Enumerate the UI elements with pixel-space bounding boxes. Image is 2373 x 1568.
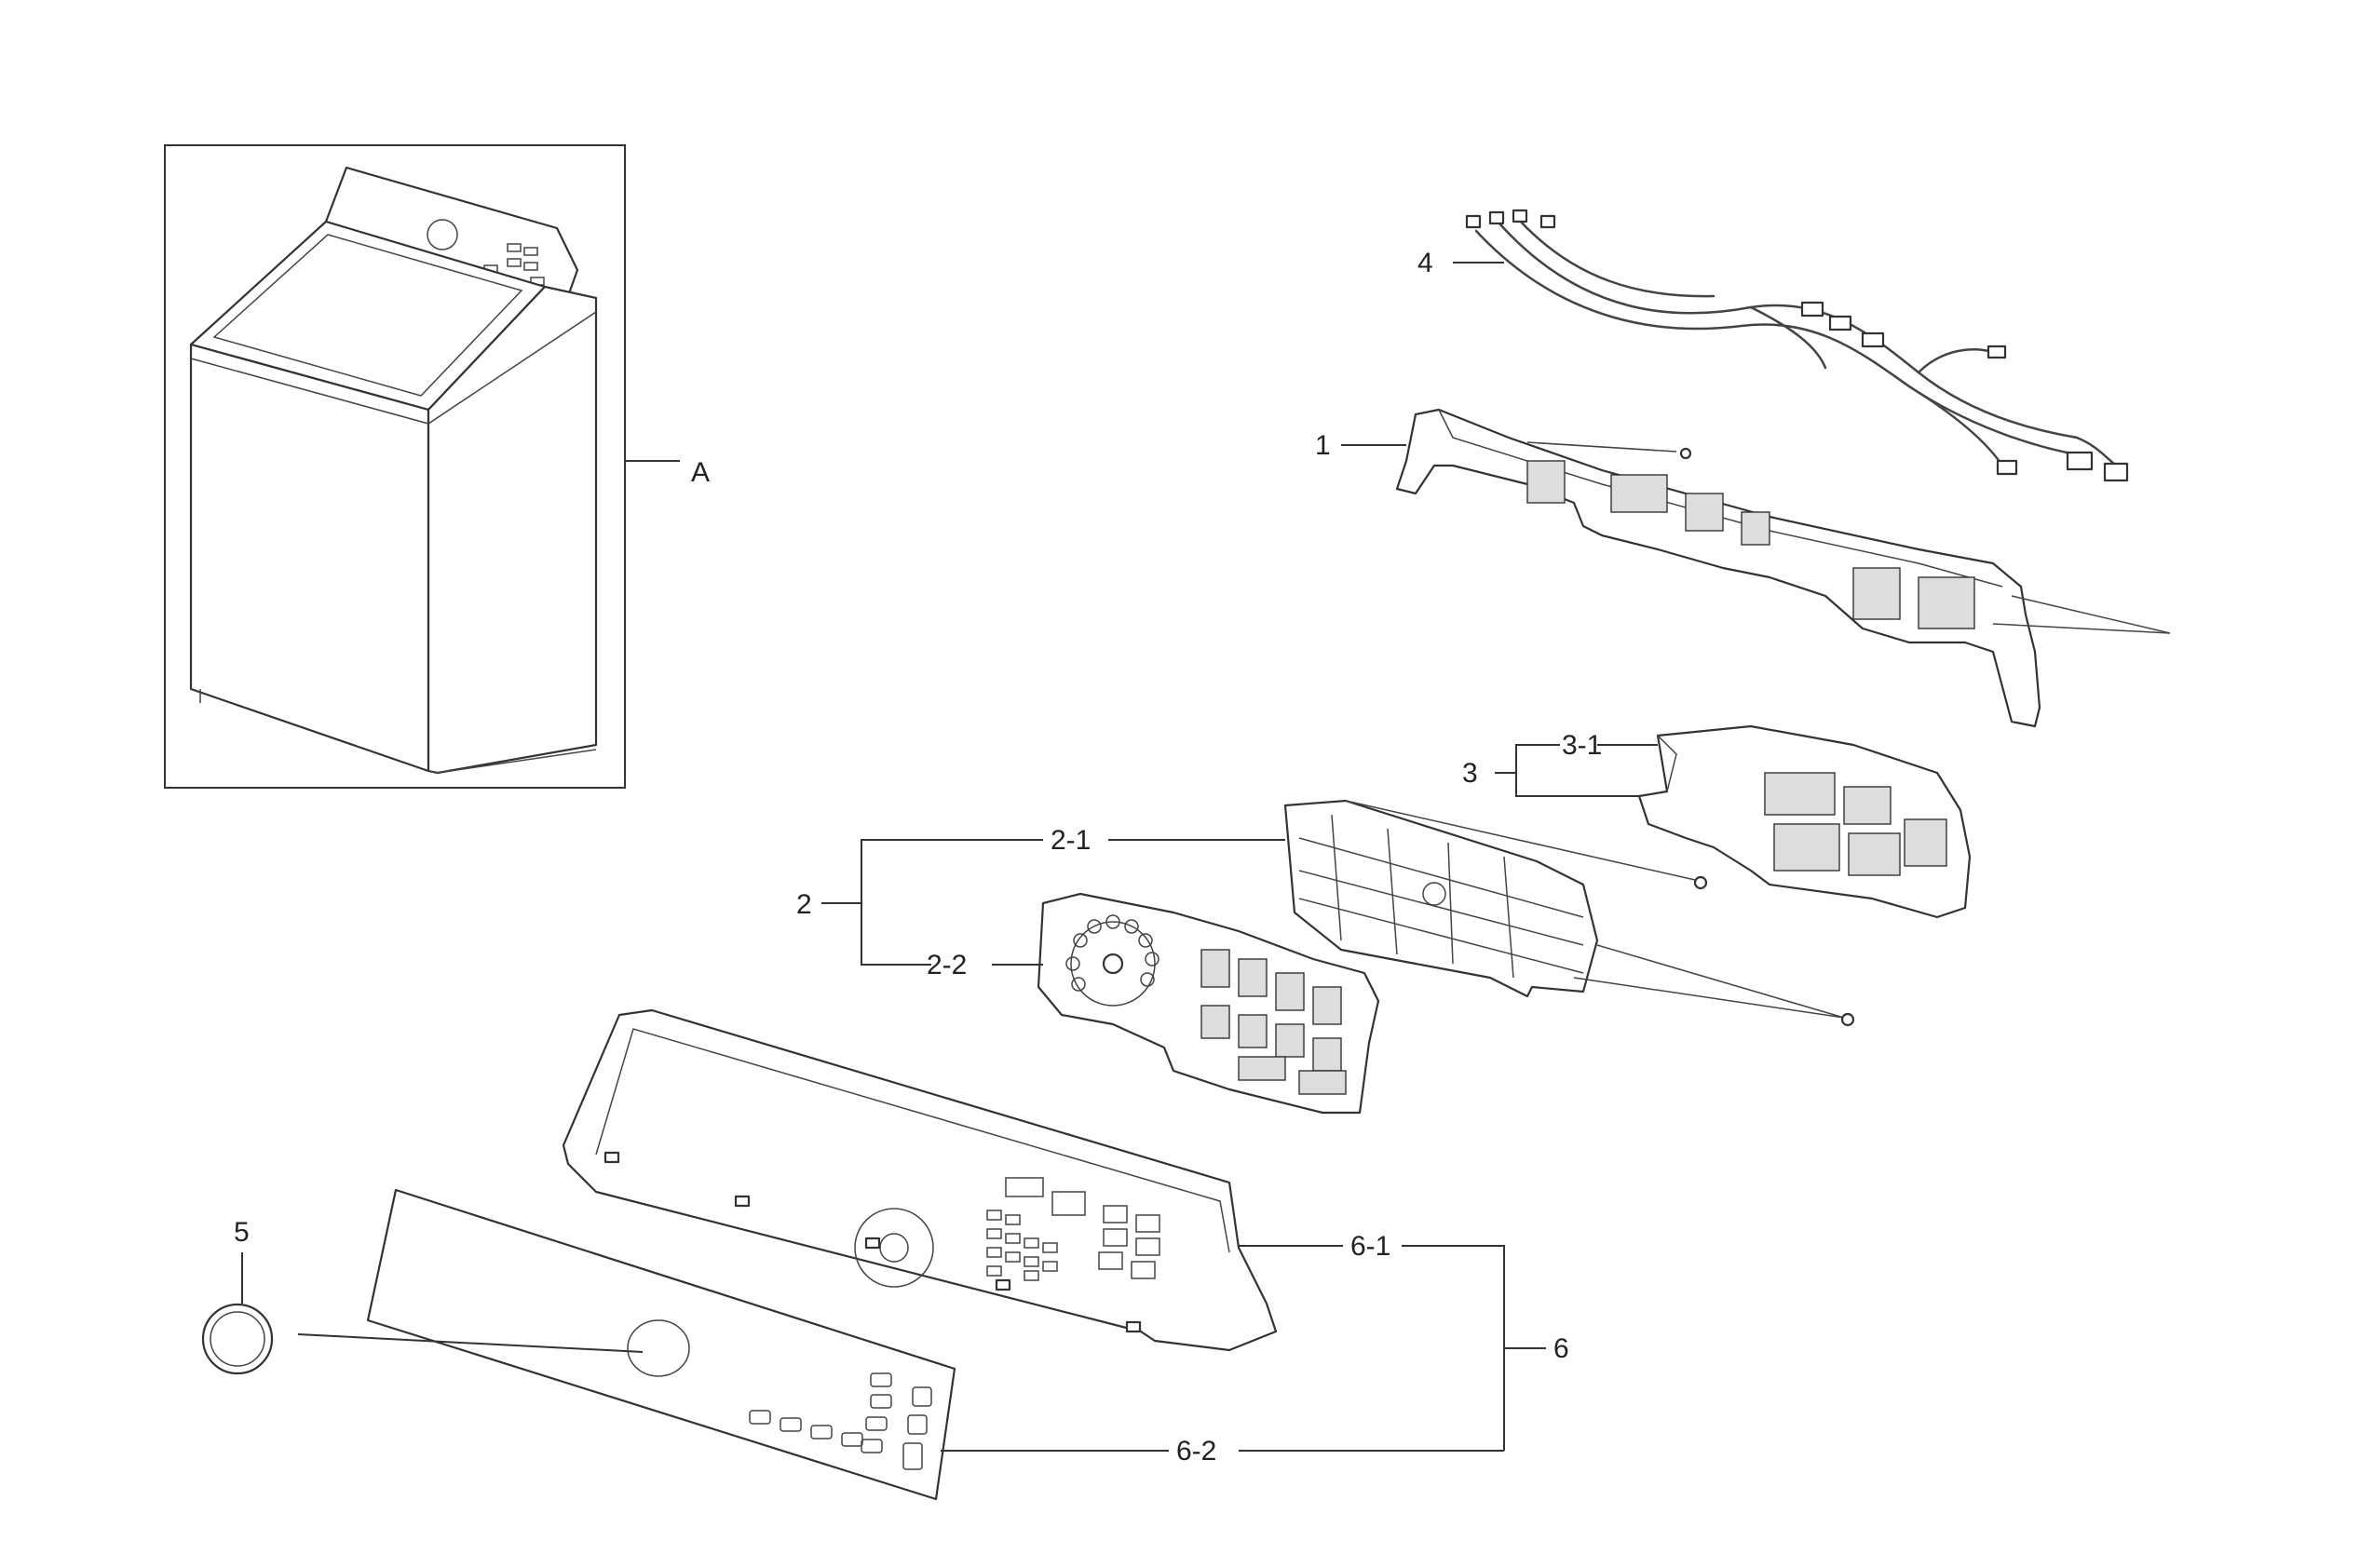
wire-harness: 4: [1417, 209, 2129, 482]
label-6: 6: [1553, 1333, 1569, 1364]
panel-assembly-leaders: 6: [1402, 1245, 1569, 1451]
label-5: 5: [234, 1217, 250, 1248]
pcb-cover: 3 3-1: [1462, 724, 1972, 919]
main-pcb: [1037, 892, 1380, 1115]
inset-frame: [164, 144, 626, 789]
label-1: 1: [1315, 430, 1331, 461]
knob: 5: [201, 1217, 644, 1375]
pcb-frame: 1: [1315, 408, 2171, 728]
label-3-1: 3-1: [1562, 730, 1602, 761]
label-4: 4: [1417, 248, 1433, 278]
washer-inset: A: [164, 144, 710, 789]
label-a: A: [691, 457, 710, 488]
control-panel-overlay: 6-2: [366, 1188, 1504, 1501]
pcb-bracket: [1283, 799, 1855, 1027]
label-2: 2: [796, 889, 812, 920]
label-6-2: 6-2: [1176, 1436, 1216, 1467]
label-3: 3: [1462, 758, 1478, 789]
pcb-assembly-leaders: 2 2-1 2-2: [796, 825, 1285, 980]
control-panel-housing: 6-1: [562, 1008, 1390, 1352]
label-6-1: 6-1: [1350, 1231, 1390, 1262]
label-2-1: 2-1: [1051, 825, 1091, 856]
label-2-2: 2-2: [927, 950, 967, 980]
